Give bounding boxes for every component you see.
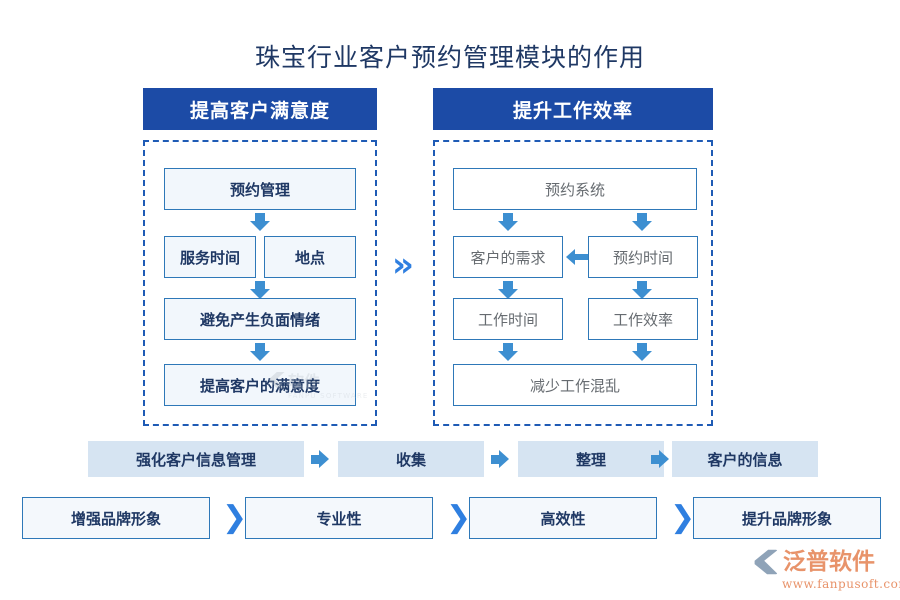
flow2-item-1[interactable]: 专业性 — [245, 497, 433, 539]
arrow-right-icon — [651, 450, 671, 468]
right-node-customer-demand[interactable]: 客户的需求 — [453, 236, 563, 278]
flow1-item-2[interactable]: 整理 — [518, 441, 664, 477]
arrow-down-icon — [498, 343, 518, 361]
flow1-item-3[interactable]: 客户的信息 — [672, 441, 818, 477]
left-node-improve-satisfaction[interactable]: 提高客户的满意度 — [164, 364, 356, 406]
flow1-item-1[interactable]: 收集 — [338, 441, 484, 477]
right-node-appointment-system[interactable]: 预约系统 — [453, 168, 697, 210]
right-column-header: 提升工作效率 — [433, 88, 713, 130]
brand-name: 泛普软件 — [783, 548, 875, 575]
flow2-item-0[interactable]: 增强品牌形象 — [22, 497, 210, 539]
flow2-item-3[interactable]: 提升品牌形象 — [693, 497, 881, 539]
arrow-down-icon — [250, 213, 270, 231]
brand-url: www.fanpusoft.com — [782, 577, 900, 591]
left-column-panel — [143, 140, 377, 426]
between-columns-chevron-icon: » — [392, 245, 414, 285]
right-node-work-efficiency[interactable]: 工作效率 — [588, 298, 698, 340]
right-column-panel — [433, 140, 713, 426]
arrow-right-icon — [311, 450, 331, 468]
chevron-right-icon: ❯ — [446, 500, 472, 535]
left-node-location[interactable]: 地点 — [264, 236, 356, 278]
right-node-appointment-time[interactable]: 预约时间 — [588, 236, 698, 278]
brand-logo: 泛普软件 www.fanpusoft.com — [752, 548, 900, 591]
brand-logo-icon — [754, 549, 778, 575]
chevron-right-icon: ❯ — [670, 500, 696, 535]
left-node-appointment-management[interactable]: 预约管理 — [164, 168, 356, 210]
arrow-down-icon — [632, 343, 652, 361]
arrow-down-icon — [250, 343, 270, 361]
arrow-down-icon — [250, 281, 270, 299]
arrow-down-icon — [498, 213, 518, 231]
arrow-down-icon — [632, 213, 652, 231]
arrow-right-icon — [491, 450, 511, 468]
flow2-item-2[interactable]: 高效性 — [469, 497, 657, 539]
flow1-item-0[interactable]: 强化客户信息管理 — [88, 441, 304, 477]
page-title: 珠宝行业客户预约管理模块的作用 — [254, 43, 645, 72]
left-node-service-time[interactable]: 服务时间 — [164, 236, 256, 278]
right-node-reduce-chaos[interactable]: 减少工作混乱 — [453, 364, 697, 406]
right-node-work-time[interactable]: 工作时间 — [453, 298, 563, 340]
arrow-down-icon — [498, 281, 518, 299]
left-column-header: 提高客户满意度 — [143, 88, 377, 130]
chevron-right-icon: ❯ — [222, 500, 248, 535]
left-node-avoid-negative-emotion[interactable]: 避免产生负面情绪 — [164, 298, 356, 340]
arrow-down-icon — [632, 281, 652, 299]
